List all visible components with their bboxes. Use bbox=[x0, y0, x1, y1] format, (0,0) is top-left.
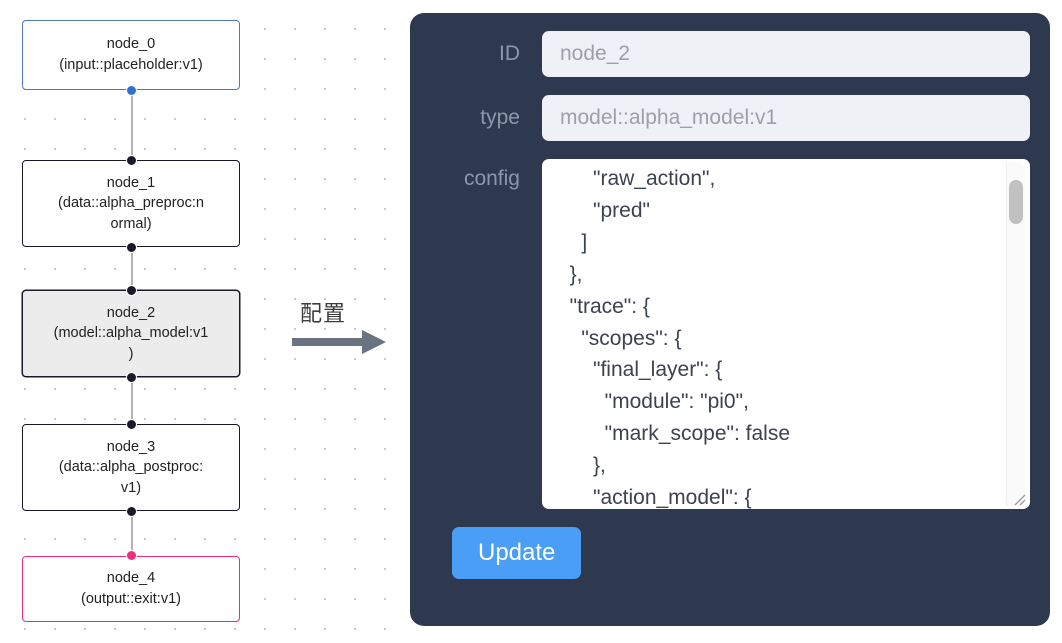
graph-node-node_4[interactable]: node_4 (output::exit:v1) bbox=[22, 556, 240, 622]
flow-layer: node_0 (input::placeholder:v1) node_1 (d… bbox=[0, 0, 400, 643]
node-handle-node_1-target[interactable] bbox=[126, 155, 137, 166]
update-row: Update bbox=[430, 527, 1030, 579]
graph-node-label: node_2 (model::alpha_model:v1 ) bbox=[53, 304, 209, 362]
config-scrollbar[interactable] bbox=[1006, 162, 1025, 506]
node-handle-node_4-target[interactable] bbox=[126, 550, 137, 561]
node-handle-node_3-target[interactable] bbox=[126, 419, 137, 430]
edge-node2-node3 bbox=[131, 376, 133, 420]
id-field-label: ID bbox=[499, 42, 520, 65]
config-textarea[interactable]: "raw_action", "pred" ] }, "trace": { "sc… bbox=[542, 159, 1030, 509]
config-scrollbar-thumb[interactable] bbox=[1009, 180, 1023, 224]
config-textarea-wrap: "raw_action", "pred" ] }, "trace": { "sc… bbox=[542, 159, 1030, 509]
node-handle-node_2-target[interactable] bbox=[126, 285, 137, 296]
graph-node-label: node_3 (data::alpha_postproc: v1) bbox=[58, 438, 204, 496]
node-handle-node_0-source[interactable] bbox=[126, 85, 137, 96]
graph-node-node_3[interactable]: node_3 (data::alpha_postproc: v1) bbox=[22, 424, 240, 511]
edge-node0-node1 bbox=[131, 90, 133, 156]
graph-node-label: node_1 (data::alpha_preproc:n ormal) bbox=[58, 174, 204, 232]
field-row-type: type bbox=[430, 95, 1030, 141]
graph-node-node_2[interactable]: node_2 (model::alpha_model:v1 ) bbox=[22, 290, 240, 377]
graph-node-label: node_0 (input::placeholder:v1) bbox=[59, 36, 203, 73]
update-button[interactable]: Update bbox=[452, 527, 582, 579]
edge-node3-node4 bbox=[131, 511, 133, 551]
node-handle-node_2-source[interactable] bbox=[126, 372, 137, 383]
edge-node1-node2 bbox=[131, 247, 133, 305]
transition-arrow-group: 配置 bbox=[292, 296, 396, 360]
arrow-caption: 配置 bbox=[300, 302, 347, 327]
graph-node-node_1[interactable]: node_1 (data::alpha_preproc:n ormal) bbox=[22, 160, 240, 247]
field-row-id: ID bbox=[430, 31, 1030, 77]
node-handle-node_3-source[interactable] bbox=[126, 506, 137, 517]
id-input[interactable] bbox=[542, 31, 1030, 77]
type-field-label: type bbox=[480, 106, 520, 129]
field-row-config: config "raw_action", "pred" ] }, "trace"… bbox=[430, 159, 1030, 509]
type-input[interactable] bbox=[542, 95, 1030, 141]
graph-canvas[interactable]: node_0 (input::placeholder:v1) node_1 (d… bbox=[0, 0, 400, 643]
right-arrow-icon bbox=[292, 330, 386, 354]
node-config-panel: ID type config "raw_action", "pred" ] },… bbox=[410, 13, 1050, 626]
config-field-label: config bbox=[463, 167, 520, 190]
graph-node-label: node_4 (output::exit:v1) bbox=[81, 570, 181, 607]
graph-node-node_0[interactable]: node_0 (input::placeholder:v1) bbox=[22, 20, 240, 90]
node-handle-node_1-source[interactable] bbox=[126, 242, 137, 253]
